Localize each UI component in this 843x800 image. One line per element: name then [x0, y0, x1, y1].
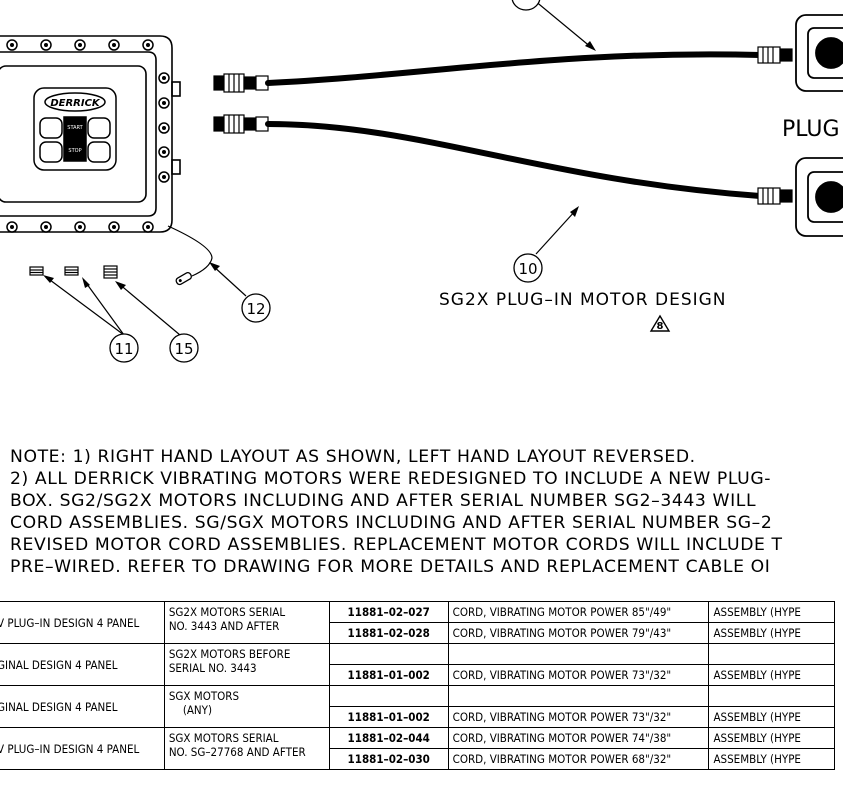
assembly-cell: ASSEMBLY (HYPE — [708, 622, 835, 644]
callout-10: 10 — [518, 260, 537, 278]
description-cell — [447, 685, 710, 707]
description-cell: CORD, VIBRATING MOTOR POWER 73"/32" — [447, 706, 710, 728]
note-line: NOTE: 1) RIGHT HAND LAYOUT AS SHOWN, LEF… — [10, 447, 696, 467]
assembly-cell: ASSEMBLY (HYPE — [708, 664, 835, 686]
note-line: BOX. SG2/SG2X MOTORS INCLUDING AND AFTER… — [10, 491, 757, 511]
description-cell: CORD, VIBRATING MOTOR POWER 73"/32" — [447, 664, 710, 686]
design-cell: V PLUG–IN DESIGN 4 PANEL — [0, 601, 165, 644]
assembly-cell: ASSEMBLY (HYPE — [708, 706, 835, 728]
table-row: V PLUG–IN DESIGN 4 PANEL SGX MOTORS SERI… — [0, 727, 835, 770]
serial-line: SG2X MOTORS BEFORE — [168, 647, 291, 661]
leader-arrowheads — [43, 41, 596, 290]
callout-11: 11 — [114, 340, 133, 358]
part-number-cell: 11881–01–002 — [328, 664, 449, 686]
parts-table: V PLUG–IN DESIGN 4 PANEL SG2X MOTORS SER… — [0, 601, 835, 770]
assembly-cell: ASSEMBLY (HYPE — [708, 601, 835, 623]
table-row: GINAL DESIGN 4 PANEL SGX MOTORS(ANY) — [0, 685, 835, 728]
plug-in-design-caption: SG2X PLUG–IN MOTOR DESIGN — [439, 290, 727, 310]
ground-wire — [167, 225, 213, 277]
table-row: 11881–01–002 CORD, VIBRATING MOTOR POWER… — [0, 706, 835, 728]
callout-balloons — [109, 0, 543, 363]
design-cell: GINAL DESIGN 4 PANEL — [0, 685, 165, 728]
part-number-cell — [328, 685, 449, 707]
panel-start-label: START — [67, 125, 83, 131]
description-cell: CORD, VIBRATING MOTOR POWER 74"/38" — [447, 727, 710, 749]
description-cell — [447, 643, 710, 665]
description-cell: CORD, VIBRATING MOTOR POWER 85"/49" — [447, 601, 710, 623]
design-cell: GINAL DESIGN 4 PANEL — [0, 643, 165, 686]
part-number-cell: 11881–02–027 — [328, 601, 449, 623]
part-number-cell: 11881–02–044 — [328, 727, 449, 749]
revision-triangle — [649, 314, 671, 332]
design-cell: V PLUG–IN DESIGN 4 PANEL — [0, 727, 165, 770]
serial-line: SERIAL NO. 3443 — [168, 661, 257, 675]
serial-cell: SGX MOTORS(ANY) — [163, 685, 330, 728]
cord-connectors-left — [213, 73, 269, 134]
box-bolt-centers — [10, 43, 166, 229]
drawing-notes: NOTE: 1) RIGHT HAND LAYOUT AS SHOWN, LEF… — [10, 446, 843, 578]
serial-line: NO. SG–27768 AND AFTER — [168, 745, 306, 759]
cord-connectors-right — [757, 46, 793, 205]
callout-12: 12 — [246, 300, 265, 318]
plug-label: PLUG — [782, 117, 840, 142]
leader-lines — [45, 0, 593, 336]
motor-plug-boxes — [795, 14, 843, 237]
operator-panel — [33, 87, 117, 171]
serial-line: SG2X MOTORS SERIAL — [168, 605, 286, 619]
control-box — [0, 35, 181, 233]
revision-number: 8 — [657, 321, 664, 332]
note-line: REVISED MOTOR CORD ASSEMBLIES. REPLACEME… — [10, 535, 783, 555]
serial-line: (ANY) — [182, 703, 213, 717]
part-number-cell: 11881–02–028 — [328, 622, 449, 644]
part-number-cell — [328, 643, 449, 665]
assembly-cell — [708, 685, 835, 707]
panel-brand-logo: DERRICK — [50, 98, 101, 109]
note-line: PRE–WIRED. REFER TO DRAWING FOR MORE DET… — [10, 557, 771, 577]
label-tags — [29, 265, 118, 279]
panel-stop-label: STOP — [68, 148, 81, 154]
power-cords — [265, 51, 763, 199]
description-cell: CORD, VIBRATING MOTOR POWER 79"/43" — [447, 622, 710, 644]
ground-terminal — [175, 271, 192, 286]
callout-15: 15 — [174, 340, 193, 358]
note-line: CORD ASSEMBLIES. SG/SGX MOTORS INCLUDING… — [10, 513, 773, 533]
assembly-cell: ASSEMBLY (HYPE — [708, 727, 835, 749]
serial-line: SGX MOTORS SERIAL — [168, 731, 279, 745]
note-line: 2) ALL DERRICK VIBRATING MOTORS WERE RED… — [10, 469, 772, 489]
part-number-cell: 11881–02–030 — [328, 748, 449, 770]
description-cell: CORD, VIBRATING MOTOR POWER 68"/32" — [447, 748, 710, 770]
table-row: 11881–02–030 CORD, VIBRATING MOTOR POWER… — [0, 748, 835, 770]
assembly-cell: ASSEMBLY (HYPE — [708, 748, 835, 770]
serial-line: NO. 3443 AND AFTER — [168, 619, 280, 633]
serial-line: SGX MOTORS — [168, 689, 240, 703]
table-row: 11881–01–002 CORD, VIBRATING MOTOR POWER… — [0, 664, 835, 686]
assembly-cell — [708, 643, 835, 665]
part-number-cell: 11881–01–002 — [328, 706, 449, 728]
table-row: V PLUG–IN DESIGN 4 PANEL SG2X MOTORS SER… — [0, 601, 835, 644]
